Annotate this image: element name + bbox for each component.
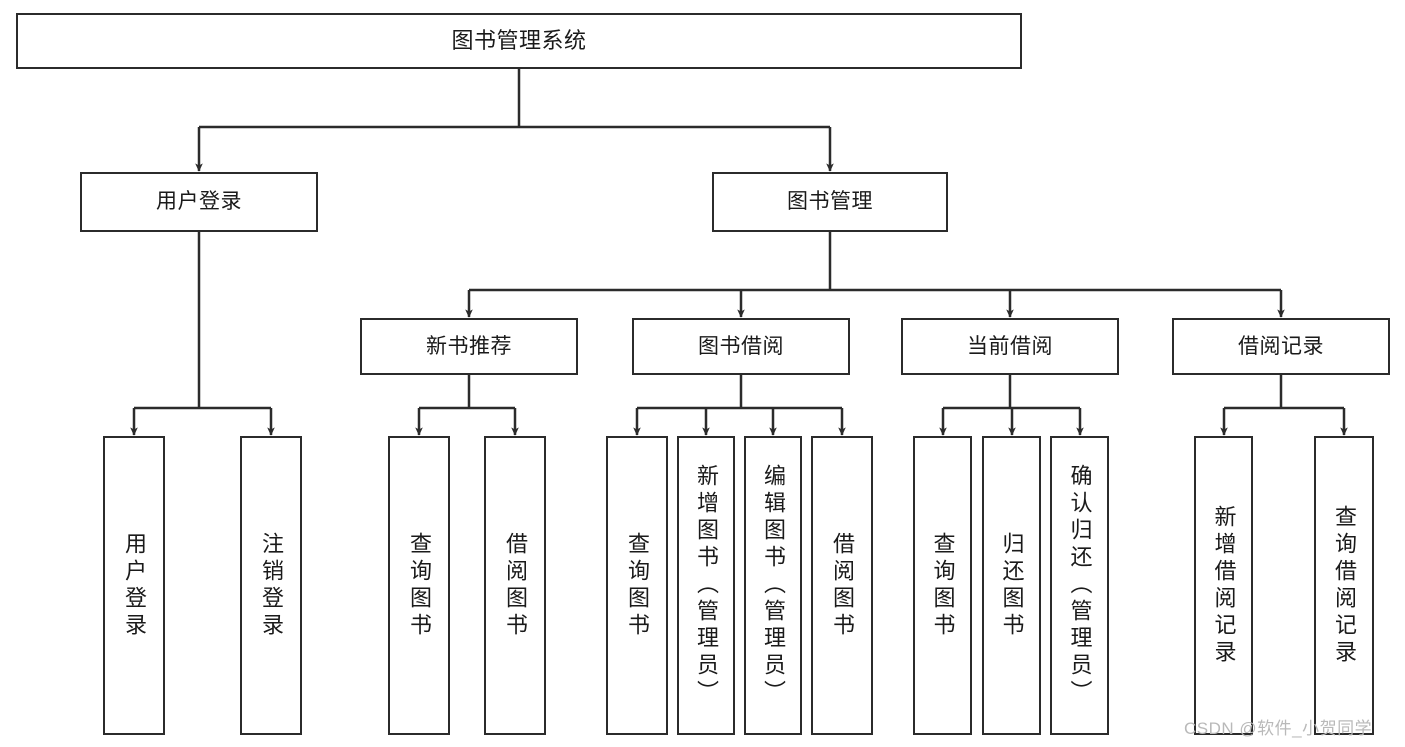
node-borrow: 图书借阅 (632, 318, 850, 375)
node-label: 编辑图书（管理员） (761, 464, 786, 707)
node-label: 归还图书 (999, 531, 1025, 640)
node-current: 当前借阅 (901, 318, 1119, 375)
node-newbook: 新书推荐 (360, 318, 578, 375)
node-records: 借阅记录 (1172, 318, 1390, 375)
node-bookmgmt: 图书管理 (712, 172, 948, 232)
node-label: 当前借阅 (967, 334, 1053, 358)
node-leaf-8: 借阅图书 (811, 436, 873, 735)
node-leaf-13: 查询借阅记录 (1314, 436, 1374, 735)
node-leaf-11: 确认归还（管理员） (1050, 436, 1109, 735)
csdn-watermark: CSDN @软件_小贺同学 (1184, 719, 1373, 738)
node-root: 图书管理系统 (16, 13, 1022, 69)
node-leaf-9: 查询图书 (913, 436, 972, 735)
node-label: 用户登录 (156, 190, 242, 214)
node-leaf-4: 借阅图书 (484, 436, 546, 735)
node-label: 新书推荐 (426, 334, 512, 358)
node-leaf-2: 注销登录 (240, 436, 302, 735)
node-label: 新增图书（管理员） (694, 464, 719, 707)
node-leaf-5: 查询图书 (606, 436, 668, 735)
node-label: 新增借阅记录 (1211, 504, 1237, 667)
node-label: 图书借阅 (698, 334, 784, 358)
node-label: 查询图书 (625, 531, 650, 640)
node-label: 用户登录 (122, 531, 147, 640)
node-label: 查询借阅记录 (1332, 504, 1357, 667)
node-leaf-7: 编辑图书（管理员） (744, 436, 802, 735)
node-label: 查询图书 (930, 531, 956, 640)
node-label: 图书管理 (787, 190, 873, 214)
node-leaf-10: 归还图书 (982, 436, 1041, 735)
node-leaf-6: 新增图书（管理员） (677, 436, 735, 735)
node-leaf-3: 查询图书 (388, 436, 450, 735)
node-label: 图书管理系统 (451, 27, 587, 53)
node-label: 查询图书 (407, 531, 432, 640)
node-label: 注销登录 (259, 531, 284, 640)
node-login: 用户登录 (80, 172, 318, 232)
node-label: 借阅图书 (503, 531, 528, 640)
node-leaf-12: 新增借阅记录 (1194, 436, 1253, 735)
node-label: 确认归还（管理员） (1067, 464, 1093, 707)
node-leaf-1: 用户登录 (103, 436, 165, 735)
node-label: 借阅记录 (1238, 334, 1324, 358)
node-label: 借阅图书 (830, 531, 855, 640)
